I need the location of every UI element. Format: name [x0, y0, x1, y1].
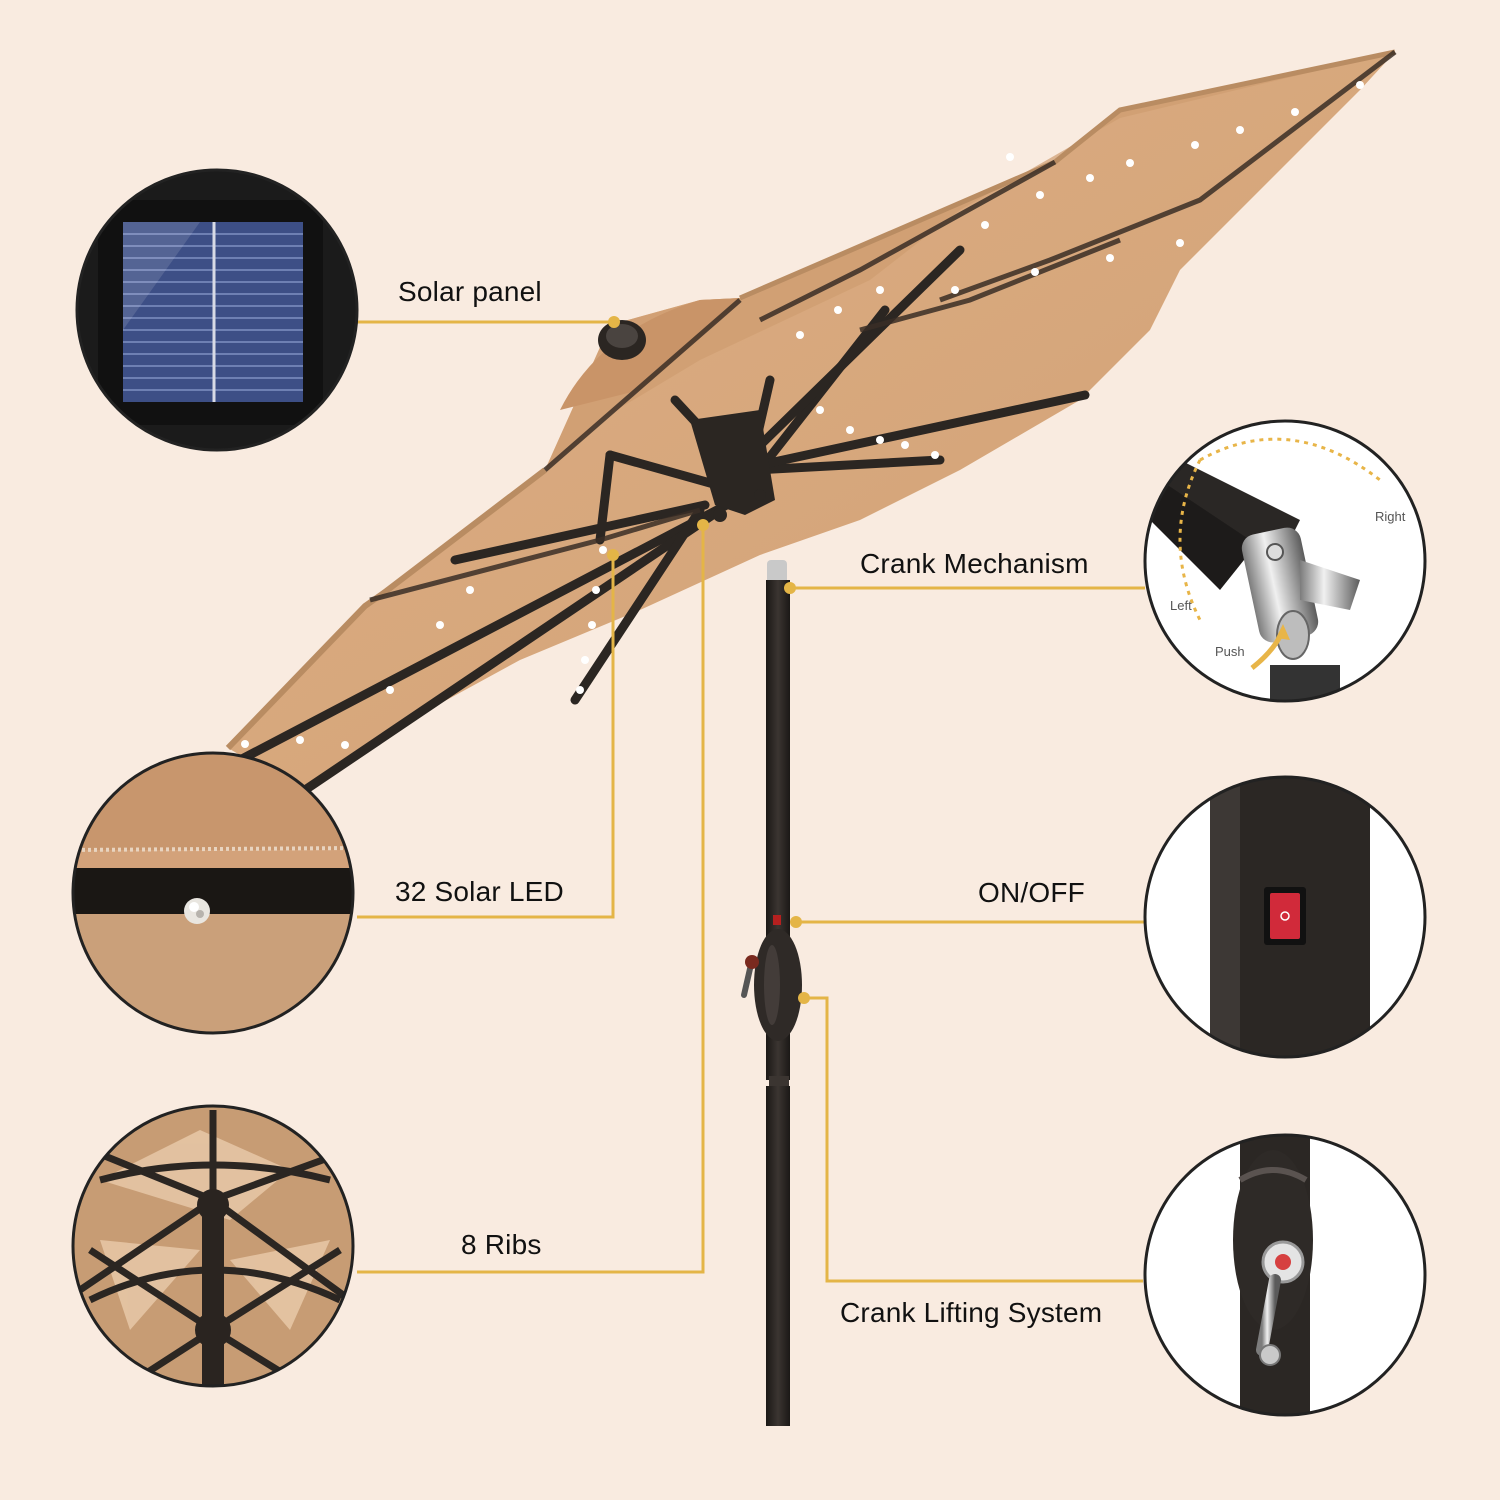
- solar-panel-label: Solar panel: [398, 276, 542, 307]
- crank-mechanism-label: Crank Mechanism: [860, 548, 1089, 579]
- solar-panel-detail-image: [75, 168, 359, 452]
- on-off-detail-image: [1143, 775, 1427, 1059]
- led-lights: [241, 81, 1364, 749]
- on-off-label: ON/OFF: [978, 877, 1085, 908]
- led-detail-image: [71, 751, 355, 1035]
- ribs-label: 8 Ribs: [461, 1229, 542, 1260]
- crank-right-label: Right: [1375, 509, 1406, 524]
- crank-mechanism-detail-image: Right Left Push: [1143, 419, 1427, 703]
- crank-lifting-system-label: Crank Lifting System: [840, 1297, 1103, 1328]
- leader-lines: [357, 320, 1145, 1283]
- crank-lifting-detail-image: [1143, 1133, 1427, 1417]
- ribs-detail-image: [71, 1104, 355, 1388]
- crank-left-label: Left: [1170, 598, 1192, 613]
- umbrella-image: [225, 49, 1397, 1426]
- crank-push-label: Push: [1215, 644, 1245, 659]
- solar-led-label: 32 Solar LED: [395, 876, 564, 907]
